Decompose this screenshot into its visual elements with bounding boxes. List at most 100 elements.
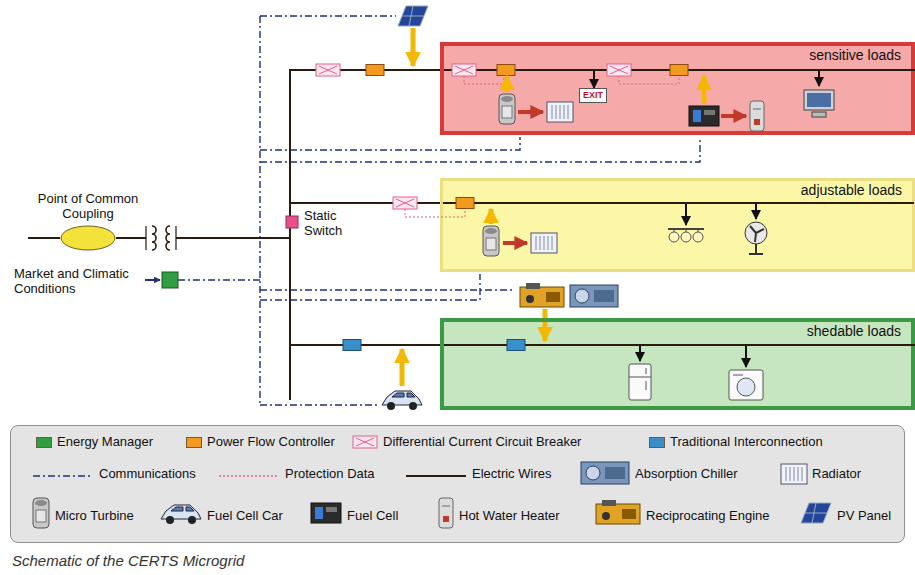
radiator-icon bbox=[531, 233, 557, 253]
flow-arrow bbox=[818, 71, 820, 86]
electric-feeders bbox=[116, 70, 440, 345]
flow-arrow bbox=[518, 110, 543, 114]
wires-and-equipment bbox=[28, 6, 700, 410]
flow-arrow bbox=[745, 346, 747, 367]
legend-text: Power Flow Controller bbox=[207, 434, 335, 449]
cb-icon bbox=[452, 64, 476, 76]
pfc-icon bbox=[497, 65, 515, 76]
radiator-icon bbox=[547, 102, 573, 122]
flow-arrow bbox=[593, 71, 595, 88]
node-text-block: sensitive loads bbox=[809, 47, 901, 63]
transformer-symbol bbox=[142, 224, 182, 252]
zone-heading: adjustable loads bbox=[801, 182, 902, 198]
legend-text: Hot Water Heater bbox=[459, 508, 560, 523]
chiller-icon bbox=[570, 285, 618, 307]
flow-arrow bbox=[639, 346, 641, 361]
legend-swatch bbox=[186, 437, 202, 448]
fuelcell-icon bbox=[311, 503, 341, 523]
coupling-point-label: Point of Common Coupling bbox=[26, 191, 150, 221]
load-equipment-drawing bbox=[443, 181, 912, 269]
node-text-block: adjustable loads bbox=[801, 182, 902, 198]
load-zone-band: adjustable loads bbox=[440, 178, 915, 272]
radiator-icon bbox=[781, 464, 807, 484]
ellipse-outline bbox=[60, 225, 116, 251]
flow-arrow bbox=[503, 241, 527, 245]
communication-line bbox=[260, 15, 396, 16]
pfc-icon bbox=[670, 65, 688, 76]
pfc-icon bbox=[456, 198, 474, 209]
flow-arrow bbox=[505, 76, 510, 92]
input-arrow bbox=[145, 279, 160, 281]
power-injection-arrow bbox=[543, 309, 548, 318]
load-zone-band: shedable loads bbox=[440, 318, 915, 410]
ti-icon bbox=[343, 340, 361, 351]
cb-icon bbox=[607, 64, 631, 76]
load-zone-band: sensitive loads bbox=[440, 42, 915, 135]
power-injection-arrow bbox=[411, 28, 416, 66]
coupling-point-ellipse: Point of Common Coupling bbox=[60, 225, 116, 251]
caption-text: Schematic of the CERTS Microgrid bbox=[12, 552, 244, 569]
engine-icon bbox=[520, 283, 564, 307]
washer-icon bbox=[729, 370, 763, 400]
flow-arrow bbox=[489, 209, 494, 224]
electric-wire bbox=[443, 202, 914, 204]
ti-icon bbox=[507, 340, 525, 351]
turbine-icon bbox=[499, 94, 515, 124]
em-icon bbox=[162, 272, 178, 288]
communication-line bbox=[260, 274, 480, 300]
electric-wire bbox=[444, 344, 915, 346]
switch-label: Static Switch bbox=[304, 208, 374, 238]
zone-heading: shedable loads bbox=[807, 323, 901, 339]
electric-wire bbox=[28, 237, 60, 239]
heater-icon bbox=[439, 498, 453, 528]
protection-data-line bbox=[464, 76, 504, 84]
communication-line bbox=[33, 475, 93, 476]
legend-swatch bbox=[36, 437, 52, 448]
flow-arrow bbox=[755, 204, 757, 219]
flow-arrow bbox=[543, 322, 548, 341]
lights-icon bbox=[668, 229, 704, 242]
communication-line bbox=[260, 404, 380, 405]
legend-swatch bbox=[649, 437, 665, 448]
switchgear-markers bbox=[142, 64, 417, 351]
communication-line bbox=[260, 137, 520, 150]
flow-arrow bbox=[702, 76, 707, 104]
legend-text: Differential Current Circuit Breaker bbox=[383, 434, 581, 449]
turbine-icon bbox=[33, 498, 49, 528]
legend-text: Protection Data bbox=[285, 466, 375, 481]
chiller-icon bbox=[581, 462, 629, 484]
legend-symbol bbox=[581, 462, 641, 496]
computer-icon bbox=[804, 90, 834, 117]
node-text-block: Point of Common Coupling bbox=[26, 191, 150, 221]
electric-feeder bbox=[116, 70, 440, 238]
electric-feeder bbox=[116, 238, 440, 345]
exit-sign: EXIT bbox=[579, 88, 607, 103]
pv-icon bbox=[398, 6, 428, 26]
communication-line bbox=[260, 289, 515, 290]
legend-text: Micro Turbine bbox=[55, 508, 134, 523]
load-equipment-drawing bbox=[444, 46, 911, 131]
zone-heading: sensitive loads bbox=[809, 47, 901, 63]
protection-data-line bbox=[619, 76, 679, 84]
legend-text: Electric Wires bbox=[472, 466, 551, 481]
switch-icon bbox=[286, 216, 298, 228]
communication-line bbox=[259, 16, 260, 405]
communication-line bbox=[178, 279, 260, 280]
communication-line bbox=[260, 137, 700, 162]
fridge-icon bbox=[629, 364, 651, 400]
cb-icon bbox=[393, 197, 417, 209]
fuelcell-icon bbox=[689, 106, 719, 126]
legend-text: Reciprocating Engine bbox=[646, 508, 770, 523]
car-icon bbox=[161, 505, 201, 524]
node-text-block: shedable loads bbox=[807, 323, 901, 339]
power-injection-arrow bbox=[400, 349, 405, 386]
turbine-icon bbox=[483, 226, 499, 256]
pv-icon bbox=[801, 503, 831, 523]
load-equipment-drawing bbox=[444, 322, 911, 406]
legend-text: Energy Manager bbox=[57, 434, 153, 449]
legend-text: Communications bbox=[99, 466, 196, 481]
heater-icon bbox=[750, 101, 764, 131]
legend-text: Radiator bbox=[812, 466, 861, 481]
legend-symbol bbox=[406, 472, 466, 506]
legend-text: Fuel Cell bbox=[347, 508, 398, 523]
